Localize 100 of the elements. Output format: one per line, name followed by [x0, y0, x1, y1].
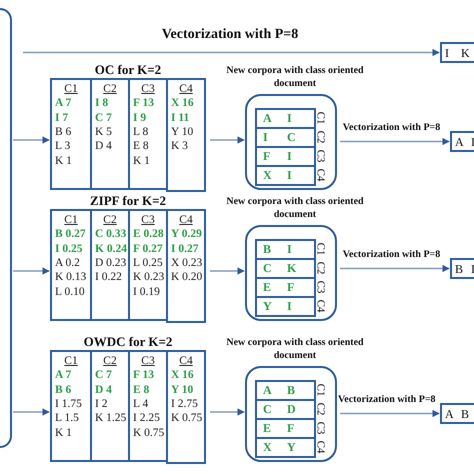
term-weight: F 13	[133, 96, 154, 110]
vector-term: K	[461, 46, 470, 60]
column-header: C1	[63, 354, 79, 368]
column-header: C3	[140, 213, 156, 227]
class-label: C4	[314, 440, 326, 454]
term: D	[287, 402, 296, 416]
term: I	[287, 168, 292, 182]
term-weight: A 7	[55, 368, 72, 382]
term: Y	[287, 440, 296, 454]
column-header: C1	[63, 82, 79, 96]
class-label: C1	[314, 384, 326, 396]
term: X	[263, 440, 272, 454]
term-weight: I 0.22	[95, 270, 122, 284]
vector-term: A	[445, 407, 454, 421]
term-weight: K 0.13	[55, 270, 86, 284]
input-container	[0, 8, 12, 448]
vector-term: A	[455, 135, 464, 149]
edge-label: Vectorization with P=8	[338, 394, 435, 406]
table-column	[166, 209, 206, 323]
term-weight: I 2.75	[171, 396, 198, 411]
term-weight: K 0.75	[171, 411, 202, 426]
output-vector-box	[440, 42, 474, 63]
term-weight: K 1.25	[95, 411, 126, 426]
column-header: C4	[178, 213, 194, 227]
class-label: C3	[314, 422, 326, 434]
column-header: C3	[140, 82, 156, 96]
document-row	[255, 296, 316, 317]
table-title: ZIPF for K=2	[88, 193, 167, 208]
vector-term: I	[445, 46, 449, 60]
term: F	[287, 280, 294, 294]
document-row	[255, 380, 316, 401]
class-label: C2	[314, 262, 326, 274]
term-weight: I 7	[55, 110, 68, 125]
class-label: C1	[314, 242, 326, 256]
term: X	[263, 168, 272, 182]
term-weight: C 7	[95, 368, 112, 382]
class-label: C2	[314, 130, 326, 144]
table-title: OWDC for K=2	[82, 334, 174, 349]
column-header: C3	[140, 354, 156, 368]
table-column	[90, 350, 130, 462]
term-weight: K 1	[55, 154, 72, 168]
table-column	[128, 209, 168, 321]
term-weight: B 0.27	[55, 227, 86, 242]
arrow	[210, 408, 245, 416]
table-column	[166, 78, 206, 192]
document-row	[255, 146, 316, 167]
term-weight: E 0.28	[133, 227, 164, 242]
term-weight: K 3	[171, 139, 188, 154]
term-weight: K 5	[95, 124, 112, 139]
class-label: C2	[314, 402, 326, 416]
document-row	[255, 418, 316, 439]
term-weight: L 3	[55, 139, 70, 154]
term-weight: I 11	[171, 110, 190, 125]
term-weight: I 0.27	[171, 242, 198, 256]
document-row	[255, 437, 316, 458]
table-column	[166, 350, 206, 464]
term-weight: L 4	[133, 396, 148, 411]
arrow	[210, 136, 245, 144]
term: A	[263, 383, 272, 397]
arrow	[340, 410, 440, 418]
term-weight: L 8	[133, 124, 148, 139]
term-weight: F 13	[133, 368, 154, 382]
document-row	[255, 277, 316, 298]
term-weight: K 1	[55, 426, 72, 440]
table-column	[50, 350, 92, 462]
vector-term: B	[455, 262, 464, 276]
document-row	[255, 399, 316, 420]
term-weight: E 8	[133, 139, 149, 154]
corpus-title: New corpora with class oriented document	[225, 195, 365, 221]
term-weight: D 4	[95, 139, 112, 154]
term: C	[287, 130, 296, 144]
column-header: C4	[178, 82, 194, 96]
term-weight: C 7	[95, 110, 112, 125]
term: B	[287, 383, 296, 397]
term-weight: C 0.33	[95, 227, 126, 242]
term-weight: F 0.27	[133, 242, 163, 256]
term-weight: I 0.25	[55, 242, 82, 256]
term-weight: Y 0.29	[171, 227, 202, 242]
term-weight: K 1	[133, 154, 150, 168]
column-header: C2	[102, 82, 118, 96]
table-column	[50, 209, 92, 321]
term-weight: B 6	[55, 124, 72, 139]
term-weight: E 8	[133, 382, 150, 397]
term-weight: D 0.23	[95, 256, 126, 270]
term: K	[287, 261, 296, 275]
arrow	[23, 48, 440, 56]
term: I	[287, 242, 292, 256]
term-weight: A 0.2	[55, 256, 80, 270]
term-weight: K 0.75	[133, 426, 164, 440]
term-weight: L 0.10	[55, 284, 85, 298]
column-header: C2	[102, 354, 118, 368]
term: E	[263, 421, 272, 435]
class-label: C3	[314, 280, 326, 294]
column-header: C1	[63, 213, 79, 227]
output-vector-box	[450, 131, 474, 152]
term-weight: I 2	[95, 396, 108, 411]
arrow	[13, 136, 50, 144]
term-weight: K 0.23	[133, 270, 164, 284]
term: I	[287, 111, 292, 125]
term-weight: A 7	[55, 96, 72, 110]
